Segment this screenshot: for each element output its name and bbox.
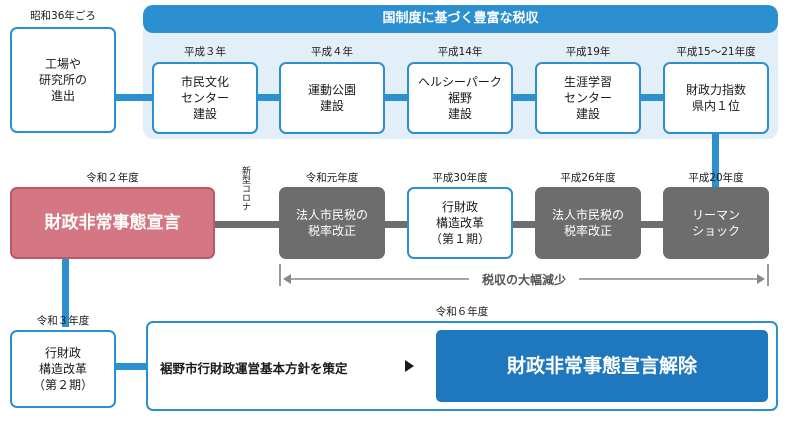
top-connector: [115, 94, 675, 101]
top-item-box: 生涯学習 センター 建設: [535, 62, 641, 134]
decrease-range-arrow: [279, 264, 769, 286]
middle-item-era: 平成30年度: [432, 172, 488, 184]
middle-item-box: 行財政 構造改革 （第１期）: [407, 187, 513, 259]
top-item-era: 平成４年: [311, 46, 353, 58]
declaration-box: 財政非常事態宣言: [10, 187, 215, 259]
top-banner: 国制度に基づく豊富な税収: [143, 5, 778, 33]
bottom-connector: [116, 363, 146, 370]
top-item-box: 運動公園 建設: [279, 62, 385, 134]
top-item-era: 平成３年: [184, 46, 226, 58]
middle-item-era: 平成26年度: [560, 172, 616, 184]
vertical-connector-left: [62, 259, 69, 327]
middle-item-box: リーマン ショック: [663, 187, 769, 259]
top-item-box: ヘルシーパーク 裾野 建設: [407, 62, 513, 134]
origin-era: 昭和36年ごろ: [30, 10, 96, 22]
top-item-era: 平成19年: [565, 46, 611, 58]
top-item-box: 財政力指数 県内１位: [663, 62, 769, 134]
middle-item-box: 法人市民税の 税率改正: [279, 187, 385, 259]
middle-item-era: 平成20年度: [688, 172, 744, 184]
vertical-connector-right: [712, 134, 719, 188]
origin-box: 工場や 研究所の 進出: [10, 27, 116, 133]
top-item-era: 平成15～21年度: [676, 46, 756, 58]
final-era: 令和６年度: [435, 306, 489, 318]
lift-declaration-box: 財政非常事態宣言解除: [436, 330, 768, 402]
top-item-box: 市民文化 センター 建設: [152, 62, 258, 134]
top-item-era: 平成14年: [437, 46, 483, 58]
reform-box: 行財政 構造改革 （第２期）: [10, 330, 116, 408]
policy-arrow-icon: [405, 360, 414, 372]
decrease-label: 税収の大幅減少: [481, 273, 566, 287]
reform-era: 令和３年度: [36, 315, 90, 327]
middle-item-era: 令和元年度: [305, 172, 359, 184]
middle-item-box: 法人市民税の 税率改正: [535, 187, 641, 259]
corona-note: 新型コロナ: [240, 166, 250, 211]
declaration-era: 令和２年度: [86, 172, 139, 184]
policy-text: 裾野市行財政運営基本方針を策定: [160, 361, 348, 376]
